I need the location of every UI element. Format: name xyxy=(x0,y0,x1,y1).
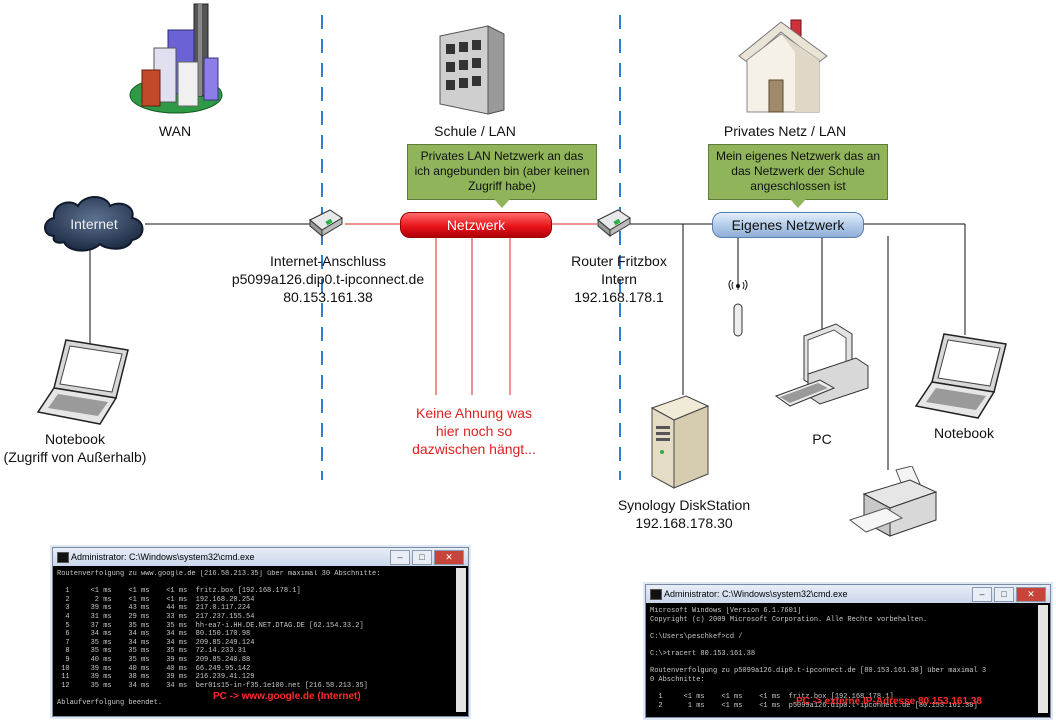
diskstation-ip: 192.168.178.30 xyxy=(635,515,733,531)
cmd-output: Microsoft Windows [Version 6.1.7601]Copy… xyxy=(650,607,1036,713)
terminal-line xyxy=(650,684,1036,693)
school-network-label: Netzwerk xyxy=(446,217,506,233)
diskstation-name: Synology DiskStation xyxy=(617,497,751,513)
router-icon xyxy=(597,209,631,238)
unknown-note-line2: hier noch so xyxy=(435,423,513,439)
unknown-note-line3: dazwischen hängt... xyxy=(412,441,536,457)
terminal-line: 7 35 ms 34 ms 34 ms 209.85.249.124 xyxy=(57,638,255,647)
cmd-window-titlebar: Administrator: C:\Windows\system32\cmd.e… xyxy=(53,548,468,566)
terminal-line: 1 <1 ms <1 ms <1 ms fritz.box [192.168.1… xyxy=(57,587,301,596)
maximize-button[interactable]: □ xyxy=(412,550,432,565)
callout-private-text: Mein eigenes Netzwerk das an das Netzwer… xyxy=(715,149,881,193)
fritzbox-label: Router Fritzbox Intern 192.168.178.1 xyxy=(556,252,682,306)
cmd-note-google: PC -> www.google.de (Internet) xyxy=(213,691,361,702)
close-button[interactable]: ✕ xyxy=(434,550,464,565)
terminal-line: 0 Abschnitte: xyxy=(650,675,705,684)
internet-cloud-label: Internet xyxy=(70,216,118,232)
window-controls: – □ ✕ xyxy=(390,550,464,565)
terminal-icon xyxy=(650,589,662,600)
laptop-icon xyxy=(36,339,129,425)
close-button[interactable]: ✕ xyxy=(1016,587,1046,602)
terminal-line: 10 39 ms 40 ms 40 ms 66.249.95.142 xyxy=(57,664,251,673)
private-network-pipe: Eigenes Netzwerk xyxy=(712,212,864,238)
notebook-outside-sub: (Zugriff von Außerhalb) xyxy=(3,449,147,465)
cmd-output: Routenverfolgung zu www.google.de [216.5… xyxy=(57,570,454,712)
terminal-line: 5 37 ms 35 ms 35 ms hh-ea7-i.HH.DE.NET.D… xyxy=(57,621,364,630)
fritzbox-ip: 192.168.178.1 xyxy=(574,289,664,305)
desktop-pc-icon xyxy=(774,323,869,407)
cmd-window-titlebar: Administrator: C:\Windows\system32\cmd.e… xyxy=(646,585,1050,603)
terminal-line xyxy=(650,659,1036,668)
laptop-icon xyxy=(914,333,1007,419)
terminal-line: 4 31 ms 29 ms 33 ms 217.237.155.54 xyxy=(57,612,255,621)
terminal-line: C:\>tracert 80.153.161.38 xyxy=(650,649,756,658)
internet-router-host: p5099a126.dip0.t-ipconnect.de xyxy=(231,271,425,287)
zone-label-wan: WAN xyxy=(158,123,192,139)
cmd-note-tracert: PC -> externe IP-Adresse 80.153.161.38 xyxy=(796,696,982,707)
callout-school-text: Privates LAN Netzwerk an das ich angebun… xyxy=(414,149,590,193)
terminal-line: 11 39 ms 38 ms 39 ms 216.239.41.129 xyxy=(57,673,255,682)
terminal-line xyxy=(650,641,1036,650)
callout-school: Privates LAN Netzwerk an das ich angebun… xyxy=(407,144,597,208)
internet-router-name: Internet-Anschluss xyxy=(270,253,386,269)
terminal-line: C:\Users\peschkef>cd / xyxy=(650,632,743,641)
cmd-window-google: Administrator: C:\Windows\system32\cmd.e… xyxy=(52,547,469,717)
notebook-outside-label: Notebook (Zugriff von Außerhalb) xyxy=(0,430,160,466)
minimize-button[interactable]: – xyxy=(972,587,992,602)
notebook-outside-name: Notebook xyxy=(45,431,105,447)
school-network-pipe: Netzwerk xyxy=(400,212,552,238)
scrollbar[interactable] xyxy=(456,568,466,712)
terminal-line: Microsoft Windows [Version 6.1.7601] xyxy=(650,607,802,615)
maximize-button[interactable]: □ xyxy=(994,587,1014,602)
server-icon xyxy=(650,395,710,489)
cmd-window-title: Administrator: C:\Windows\system32\cmd.e… xyxy=(664,589,848,599)
antenna-icon xyxy=(728,280,748,337)
terminal-line xyxy=(650,710,1036,713)
fritzbox-sub: Intern xyxy=(601,271,637,287)
callout-private: Mein eigenes Netzwerk das an das Netzwer… xyxy=(708,144,888,208)
unknown-note-line1: Keine Ahnung was xyxy=(416,405,532,421)
cmd-window-tracert: Administrator: C:\Windows\system32\cmd.e… xyxy=(645,584,1051,718)
terminal-line xyxy=(57,708,454,713)
unknown-note: Keine Ahnung was hier noch so dazwischen… xyxy=(396,404,552,458)
terminal-line: 9 40 ms 35 ms 39 ms 209.85.240.88 xyxy=(57,655,251,664)
pc-label: PC xyxy=(812,431,832,447)
house-icon xyxy=(738,19,828,113)
terminal-line: 3 39 ms 43 ms 44 ms 217.0.117.224 xyxy=(57,604,251,613)
cmd-window-title: Administrator: C:\Windows\system32\cmd.e… xyxy=(71,552,255,562)
terminal-line xyxy=(650,624,1036,633)
notebook-private-label: Notebook xyxy=(934,425,994,441)
terminal-line: 2 1 ms <1 ms <1 ms p5099a126.dip0.t-ipco… xyxy=(650,701,978,710)
terminal-line: Copyright (c) 2009 Microsoft Corporation… xyxy=(650,615,928,624)
scrollbar[interactable] xyxy=(1038,605,1048,713)
terminal-line: 12 35 ms 34 ms 34 ms ber01s15-in-f35.1e1… xyxy=(57,681,368,690)
terminal-line xyxy=(57,579,454,588)
city-icon xyxy=(129,3,223,114)
terminal-line: 1 <1 ms <1 ms <1 ms fritz.box [192.168.1… xyxy=(650,692,894,701)
terminal-line: Ablaufverfolgung beendet. xyxy=(57,698,163,707)
printer-icon xyxy=(848,466,938,537)
terminal-line: Routenverfolgung zu www.google.de [216.5… xyxy=(57,570,381,578)
terminal-line: 2 2 ms <1 ms <1 ms 192.168.20.254 xyxy=(57,595,255,604)
window-controls: – □ ✕ xyxy=(972,587,1046,602)
building-icon xyxy=(439,25,505,115)
terminal-line: 6 34 ms 34 ms 34 ms 80.150.170.98 xyxy=(57,630,251,639)
minimize-button[interactable]: – xyxy=(390,550,410,565)
zone-label-private: Privates Netz / LAN xyxy=(723,123,847,139)
terminal-icon xyxy=(57,552,69,563)
internet-router-ip: 80.153.161.38 xyxy=(283,289,373,305)
terminal-line: 8 35 ms 35 ms 35 ms 72.14.233.31 xyxy=(57,647,247,656)
zone-label-school: Schule / LAN xyxy=(434,123,516,139)
router-icon xyxy=(309,209,343,238)
terminal-line: Routenverfolgung zu p5099a126.dip0.t-ipc… xyxy=(650,667,987,676)
cloud-icon xyxy=(44,196,144,252)
fritzbox-name: Router Fritzbox xyxy=(571,253,667,269)
private-network-label: Eigenes Netzwerk xyxy=(731,217,845,233)
internet-router-label: Internet-Anschluss p5099a126.dip0.t-ipco… xyxy=(208,252,448,306)
diskstation-label: Synology DiskStation 192.168.178.30 xyxy=(604,496,764,532)
